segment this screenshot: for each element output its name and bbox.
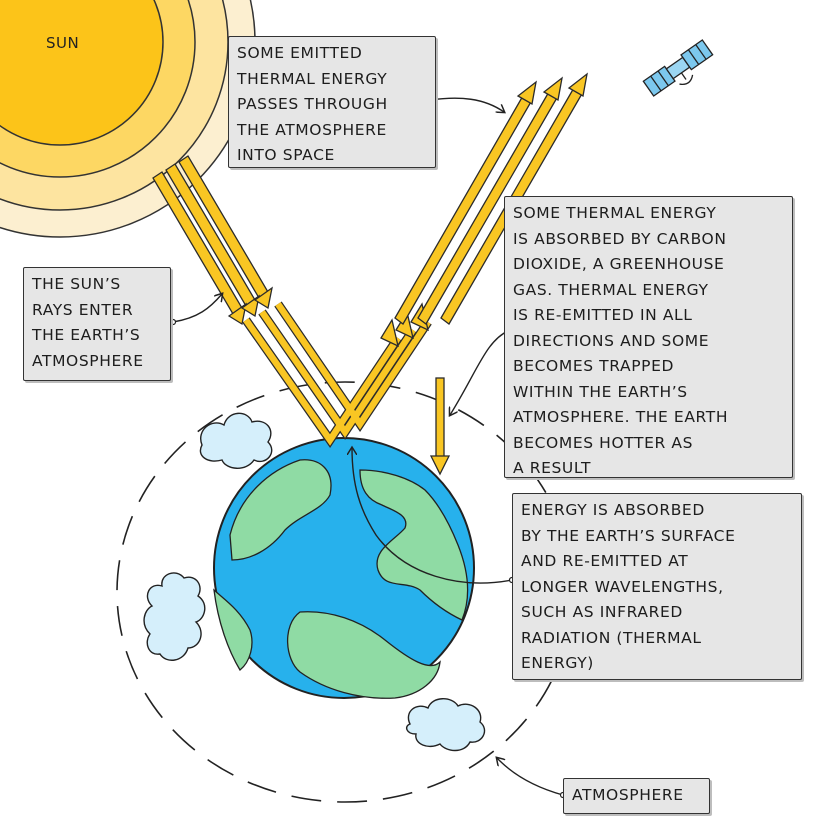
cloud-icon [199, 412, 273, 469]
atmosphere-label: ATMOSPHERE [563, 778, 710, 814]
reflected-rays-fill [243, 302, 431, 446]
sun-label: SUN [46, 34, 80, 52]
cloud-icon [143, 572, 206, 661]
escaping-rays [394, 85, 584, 325]
leader-lines [172, 97, 564, 796]
trapped-ray [429, 377, 451, 476]
incoming-ray-arrowheads [227, 286, 273, 326]
sun-rays-label: THE SUN’S RAYS ENTER THE EARTH’S ATMOSPH… [23, 267, 171, 381]
emitted-into-space-label: SOME EMITTED THERMAL ENERGY PASSES THROU… [228, 36, 436, 168]
earth-absorbs-label: ENERGY IS ABSORBED BY THE EARTH’S SURFAC… [512, 493, 802, 680]
greenhouse-gas-label: SOME THERMAL ENERGY IS ABSORBED BY CARBO… [504, 196, 793, 478]
earth-icon [213, 437, 475, 699]
incoming-sun-rays [152, 155, 269, 315]
cloud-icon [405, 698, 486, 752]
satellite-icon [642, 39, 714, 97]
escaping-ray-arrowheads [516, 72, 588, 106]
sun-icon [0, 0, 256, 238]
